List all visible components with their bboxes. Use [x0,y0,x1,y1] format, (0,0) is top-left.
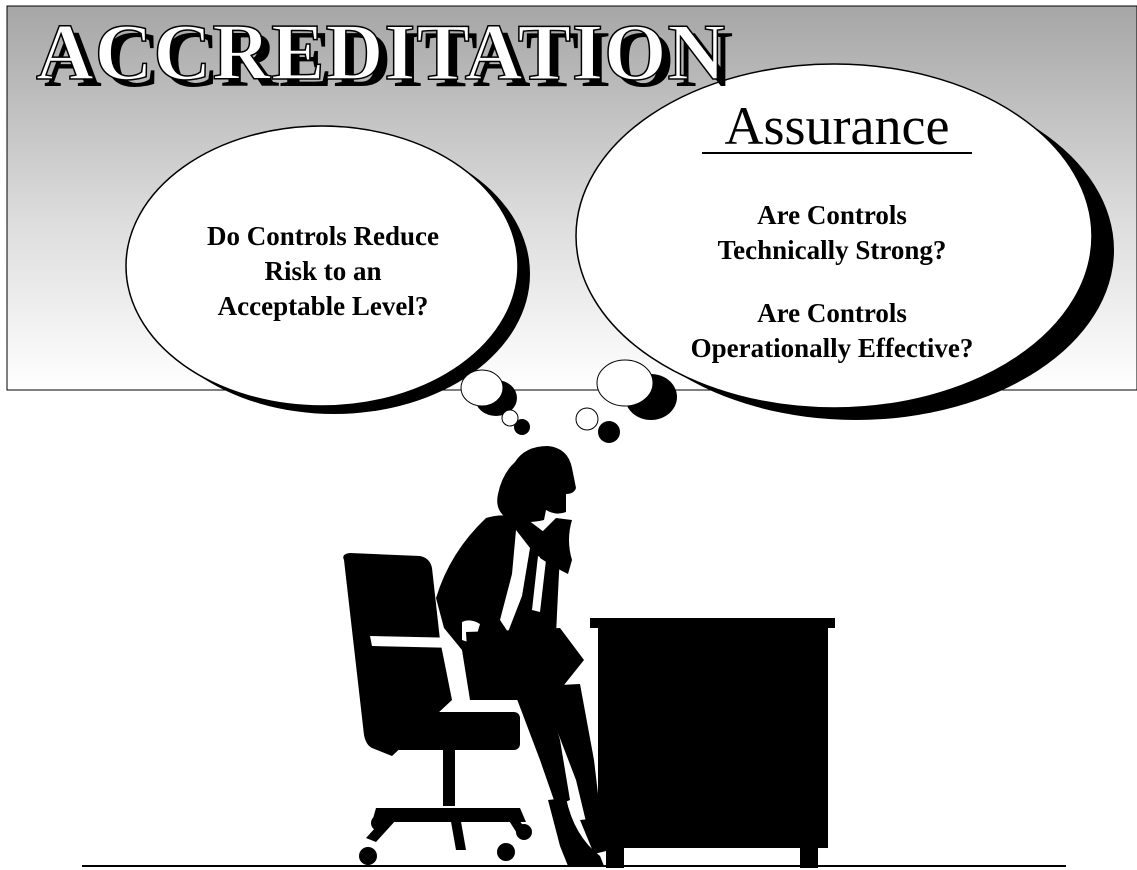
slide-title: ACCREDITATION ACCREDITATION [35,8,756,104]
thought-bubble-left [125,125,530,414]
thought-bubble-right [575,63,1114,420]
thought-trail-right [575,359,677,443]
assurance-underline [702,152,972,154]
left-bubble-text: Do Controls Reduce Risk to an Acceptable… [158,219,488,324]
assurance-title: Assurance [724,96,950,156]
right-bubble-question-1: Are Controls Technically Strong? [652,198,1012,268]
businesswoman-silhouette-icon [436,446,610,866]
office-chair-icon [343,553,532,865]
right-bubble-line: Operationally Effective? [690,333,974,363]
right-bubble-question-2: Are Controls Operationally Effective? [652,296,1012,366]
right-bubble-line: Are Controls [757,200,907,230]
right-bubble-line: Are Controls [757,298,907,328]
desk-icon [590,618,835,868]
slide-title-shadow: ACCREDITATION [44,16,735,104]
thought-trail-left [460,369,530,435]
slide-title-face: ACCREDITATION [35,8,727,98]
left-bubble-line: Acceptable Level? [217,291,429,321]
left-bubble-line: Risk to an [264,256,382,286]
left-bubble-line: Do Controls Reduce [207,221,439,251]
right-bubble-line: Technically Strong? [717,235,947,265]
